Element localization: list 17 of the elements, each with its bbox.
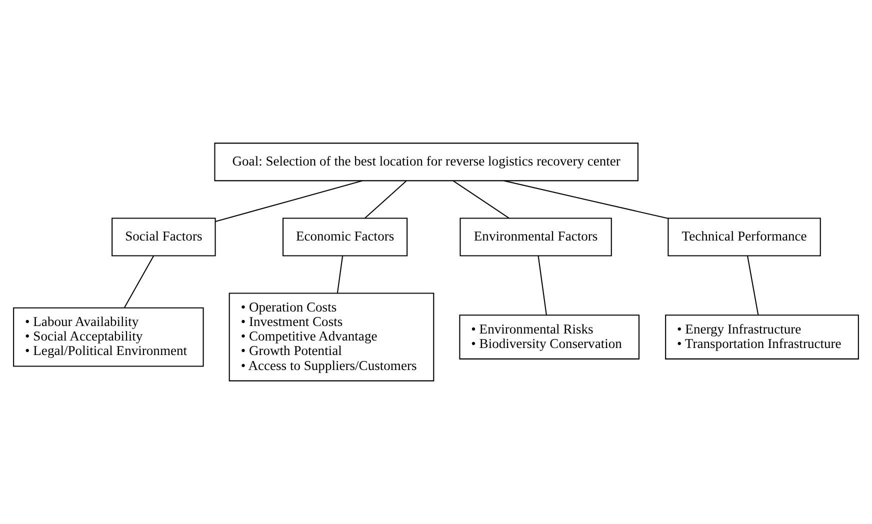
node-box: • Labour Availability • Social Acceptability • Legal/Political Environment bbox=[13, 307, 204, 367]
connector bbox=[747, 256, 759, 316]
node-box: Technical Performance bbox=[668, 218, 821, 256]
node-box: Economic Factors bbox=[282, 218, 408, 256]
connector bbox=[336, 256, 344, 293]
connector bbox=[124, 256, 154, 308]
connector bbox=[364, 180, 407, 218]
node-box: Environmental Factors bbox=[460, 218, 612, 256]
connector bbox=[504, 180, 668, 219]
node-box: Social Factors bbox=[112, 218, 216, 256]
node-box: • Energy Infrastructure • Transportation Infrastructure bbox=[665, 314, 859, 360]
node-box: Goal: Selection of the best location for reverse logistics recovery center bbox=[214, 142, 638, 182]
connector bbox=[452, 180, 510, 218]
node-box: • Operation Costs • Investment Costs • Competitive Advantage • Growth Potential • Access to Suppliers/Customers bbox=[228, 292, 434, 382]
connector bbox=[538, 256, 547, 316]
node-box: • Environmental Risks • Biodiversity Conservation bbox=[459, 314, 640, 360]
connector bbox=[215, 180, 363, 222]
